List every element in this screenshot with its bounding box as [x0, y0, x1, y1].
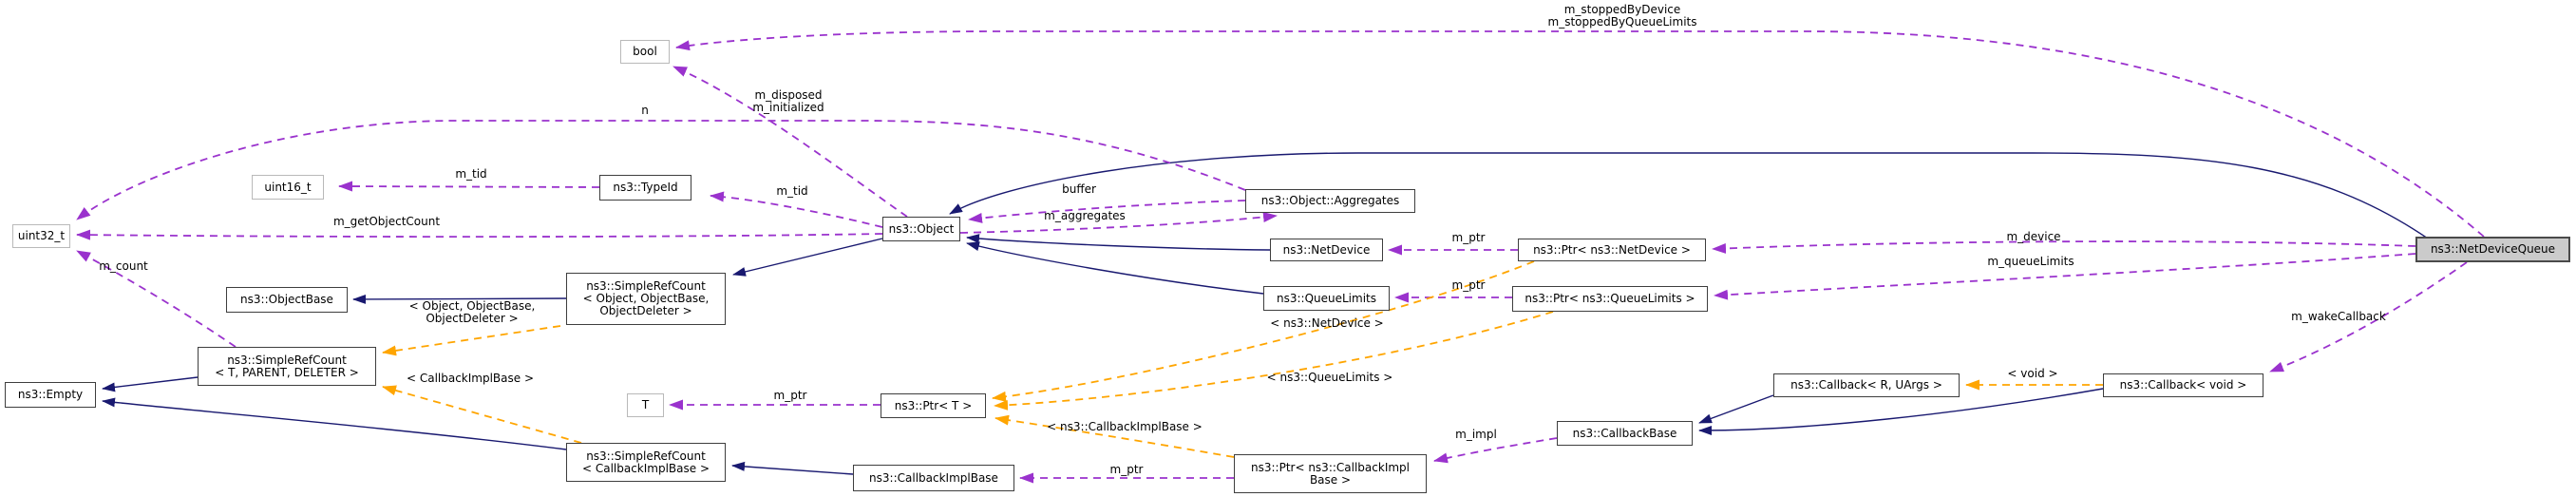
- node-t: T: [627, 393, 664, 417]
- edge-label-template-queuelimits: < ns3::QueueLimits >: [1266, 371, 1393, 384]
- edge-template-ptrql-ptrt: [994, 311, 1554, 411]
- edge-usage-object-bool: [672, 66, 908, 218]
- node-ns3-callbackbase[interactable]: ns3::CallbackBase: [1557, 421, 1693, 446]
- edge-label-template-ptr-callbackimplbase: < ns3::CallbackImplBase >: [1047, 420, 1203, 433]
- node-ns3-simplerefcount-callbackimplbase[interactable]: ns3::SimpleRefCount < CallbackImplBase >: [566, 443, 726, 482]
- edge-label-m-ptr-queuelimits: m_ptr: [1451, 278, 1486, 292]
- node-uint32-t: uint32_t: [12, 224, 70, 248]
- edge-inherit-cbvoid-callbackbase: [1698, 388, 2104, 435]
- edge-template-srccib-srctpd: [382, 385, 582, 444]
- edge-usage-ndq-bool: [675, 30, 2485, 238]
- edge-label-m-tid-object: m_tid: [776, 184, 808, 198]
- edge-inherit-netdevicequeue-object: [949, 152, 2429, 239]
- edge-label-m-ptr-t: m_ptr: [773, 389, 807, 402]
- edge-label-m-count: m_count: [99, 259, 148, 273]
- edge-usage-ndq-cbvoid: [2269, 261, 2468, 373]
- edge-label-template-void: < void >: [2007, 367, 2058, 380]
- edge-usage-aggregates-object: [968, 200, 1246, 223]
- node-bool: bool: [620, 40, 670, 64]
- node-ns3-objectbase[interactable]: ns3::ObjectBase: [226, 287, 348, 313]
- edge-label-template-callbackimplbase: < CallbackImplBase >: [406, 372, 535, 385]
- node-ns3-callback-void[interactable]: ns3::Callback< void >: [2103, 373, 2263, 397]
- edge-label-m-getobjectcount: m_getObjectCount: [332, 215, 441, 228]
- edge-usage-object-uint32: [76, 229, 883, 240]
- edge-label-template-object: < Object, ObjectBase, ObjectDeleter >: [408, 299, 536, 325]
- node-ns3-typeid[interactable]: ns3::TypeId: [599, 175, 691, 201]
- edge-label-m-device: m_device: [2006, 230, 2061, 243]
- node-uint16-t: uint16_t: [252, 175, 324, 200]
- edge-inherit-simplerefcount-objectbase: [352, 294, 567, 304]
- edge-usage-ndq-ptrnd: [1712, 240, 2416, 254]
- edge-inherit-srctpd-empty: [102, 376, 199, 392]
- edge-usage-object-typeid: [710, 191, 883, 228]
- node-ns3-queuelimits[interactable]: ns3::QueueLimits: [1263, 286, 1390, 311]
- edge-label-m-aggregates: m_aggregates: [1044, 209, 1126, 222]
- node-ns3-empty[interactable]: ns3::Empty: [5, 382, 96, 408]
- node-ns3-netdevicequeue: ns3::NetDeviceQueue: [2415, 237, 2570, 262]
- edge-usage-ndq-ptrql: [1714, 253, 2416, 300]
- edge-inherit-queuelimits-object: [966, 241, 1264, 295]
- edge-inherit-srccib-empty: [102, 397, 567, 450]
- node-ns3-ptr-netdevice[interactable]: ns3::Ptr< ns3::NetDevice >: [1518, 239, 1706, 261]
- edge-label-buffer: buffer: [1062, 182, 1096, 196]
- node-ns3-ptr-t[interactable]: ns3::Ptr< T >: [881, 393, 986, 418]
- edge-template-ptrnd-ptrt: [992, 260, 1535, 402]
- edge-usage-callbackbase-ptrcib: [1433, 437, 1558, 464]
- edge-label-m-queuelimits: m_queueLimits: [1987, 255, 2074, 268]
- node-ns3-netdevice[interactable]: ns3::NetDevice: [1270, 239, 1383, 261]
- edge-inherit-netdevice-object: [966, 234, 1271, 251]
- edge-label-m-impl: m_impl: [1455, 428, 1497, 441]
- node-ns3-object-aggregates[interactable]: ns3::Object::Aggregates: [1245, 189, 1415, 213]
- node-ns3-object[interactable]: ns3::Object: [882, 217, 960, 241]
- edge-usage-typeid-uint16: [338, 181, 600, 192]
- edge-label-stopped-by: m_stoppedByDevice m_stoppedByQueueLimits: [1547, 3, 1697, 29]
- edge-label-template-netdevice: < ns3::NetDevice >: [1270, 316, 1384, 330]
- node-ns3-ptr-callbackimplbase[interactable]: ns3::Ptr< ns3::CallbackImpl Base >: [1234, 454, 1427, 493]
- edge-inherit-cib-srccib: [731, 461, 854, 475]
- node-ns3-callbackimplbase[interactable]: ns3::CallbackImplBase: [853, 465, 1014, 491]
- edge-label-disposed-initialized: m_disposed m_initialized: [752, 88, 824, 114]
- edge-inherit-cbru-callbackbase: [1698, 394, 1774, 424]
- edge-usage-object-aggregates: [959, 212, 1278, 234]
- edge-label-n: n: [641, 104, 649, 117]
- edge-label-m-tid-typeid: m_tid: [455, 167, 487, 181]
- edge-label-m-ptr-callbackimplbase: m_ptr: [1109, 463, 1144, 476]
- node-ns3-simplerefcount-template[interactable]: ns3::SimpleRefCount < T, PARENT, DELETER…: [198, 347, 376, 386]
- node-ns3-callback-r-uargs[interactable]: ns3::Callback< R, UArgs >: [1773, 373, 1960, 397]
- edge-template-srcobj-srctpd: [382, 325, 561, 356]
- node-ns3-simplerefcount-object[interactable]: ns3::SimpleRefCount < Object, ObjectBase…: [566, 273, 726, 325]
- edge-label-m-wakecallback: m_wakeCallback: [2291, 310, 2386, 323]
- edge-inherit-object-simplerefcount: [732, 238, 883, 277]
- node-ns3-ptr-queuelimits[interactable]: ns3::Ptr< ns3::QueueLimits >: [1512, 286, 1708, 312]
- edge-label-m-ptr-netdevice: m_ptr: [1451, 231, 1486, 244]
- edge-usage-aggregates-uint32: [76, 120, 1246, 220]
